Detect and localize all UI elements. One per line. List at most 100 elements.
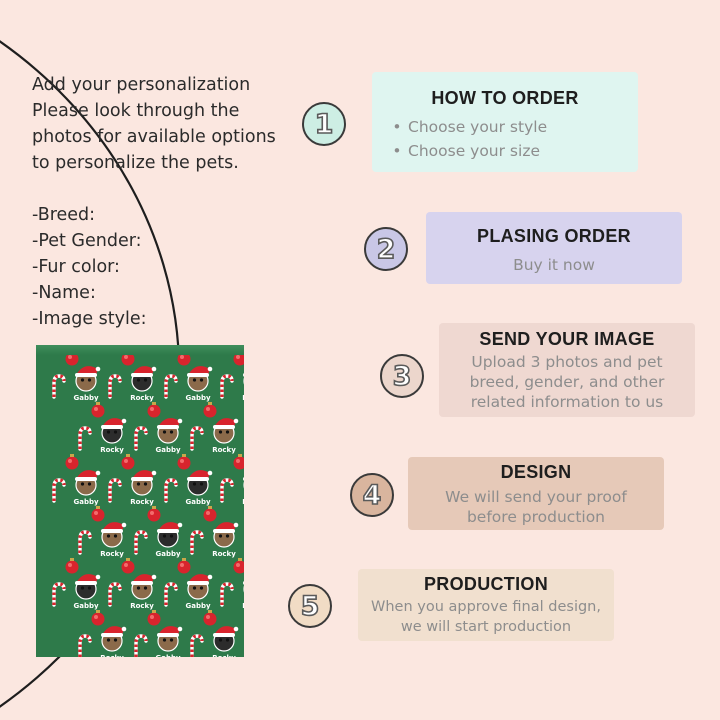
- ornament-icon: [65, 558, 79, 574]
- cat-face-icon: Rocky: [212, 418, 239, 454]
- step-5-line: When you approve final design,: [371, 599, 601, 615]
- pet-name-label: Gabby: [155, 446, 180, 454]
- dog-face-icon: Rocky: [100, 418, 127, 454]
- ornament-icon: [177, 558, 191, 574]
- cat-face-icon: Gabby: [155, 626, 183, 657]
- pet-name-label: Gabby: [155, 654, 180, 657]
- field-image-style: -Image style:: [32, 309, 147, 329]
- ornament-icon: [233, 454, 244, 470]
- candy-cane-icon: [108, 374, 122, 399]
- cat-face-icon: Rocky: [130, 574, 157, 610]
- step-2-description: Buy it now: [513, 256, 595, 274]
- cat-face-icon: Rocky: [212, 522, 239, 558]
- step-5-badge: 5: [288, 584, 332, 628]
- field-breed: -Breed:: [32, 205, 96, 225]
- candy-cane-icon: [190, 426, 204, 451]
- step-3-line: Upload 3 photos and pet: [471, 353, 663, 371]
- ornament-icon: [65, 454, 79, 470]
- dog-face-icon: Gabby: [185, 470, 213, 506]
- pet-name-label: Rocky: [100, 550, 124, 558]
- intro-line: photos for available options: [32, 127, 276, 147]
- step-3-number: 3: [392, 360, 412, 393]
- cat-face-icon: Gabby: [185, 574, 213, 610]
- pet-name-label: Rocky: [242, 602, 244, 610]
- ornament-icon: [91, 610, 105, 626]
- candy-cane-icon: [52, 582, 66, 607]
- candy-cane-icon: [52, 374, 66, 399]
- blanket-product-image: GabbyRockyGabbyRockyRockyGabbyRockyGabby…: [36, 345, 244, 657]
- pet-name-label: Rocky: [100, 654, 124, 657]
- pet-name-label: Rocky: [130, 602, 154, 610]
- step-5-card: PRODUCTION When you approve final design…: [358, 569, 614, 641]
- pet-name-label: Rocky: [130, 394, 154, 402]
- candy-cane-icon: [220, 478, 234, 503]
- candy-cane-icon: [134, 530, 148, 555]
- ornament-icon: [233, 350, 244, 366]
- step-2-badge: 2: [364, 227, 408, 271]
- pet-name-label: Gabby: [185, 498, 210, 506]
- field-pet-gender: -Pet Gender:: [32, 231, 142, 251]
- ornament-icon: [121, 350, 135, 366]
- candy-cane-icon: [190, 634, 204, 657]
- step-1-bullet: Choose your style: [386, 115, 638, 139]
- ornament-icon: [65, 350, 79, 366]
- step-4-line: We will send your proof: [445, 488, 627, 506]
- cat-face-icon: Gabby: [73, 366, 101, 402]
- step-4-badge: 4: [350, 473, 394, 517]
- step-4-description: We will send your proof before productio…: [408, 487, 664, 527]
- ornament-icon: [233, 558, 244, 574]
- step-1-card: HOW TO ORDER Choose your style Choose yo…: [372, 72, 638, 172]
- ornament-icon: [203, 506, 217, 522]
- step-1-number: 1: [314, 108, 334, 141]
- christmas-pattern: GabbyRockyGabbyRockyRockyGabbyRockyGabby…: [52, 350, 244, 657]
- field-fur-color: -Fur color:: [32, 257, 120, 277]
- ornament-icon: [147, 402, 161, 418]
- candy-cane-icon: [164, 478, 178, 503]
- candy-cane-icon: [78, 530, 92, 555]
- pet-name-label: Rocky: [100, 446, 124, 454]
- step-3-badge: 3: [380, 354, 424, 398]
- ornament-icon: [203, 402, 217, 418]
- candy-cane-icon: [108, 478, 122, 503]
- step-4-title: DESIGN: [500, 462, 572, 482]
- step-4-line: before production: [466, 508, 606, 526]
- ornament-icon: [121, 558, 135, 574]
- step-3-description: Upload 3 photos and pet breed, gender, a…: [439, 352, 695, 412]
- cat-face-icon: Gabby: [73, 470, 101, 506]
- candy-cane-icon: [78, 426, 92, 451]
- dog-face-icon: Rocky: [130, 366, 157, 402]
- pet-name-label: Gabby: [185, 602, 210, 610]
- step-3-title: SEND YOUR IMAGE: [479, 329, 655, 349]
- step-1-bullet: Choose your size: [386, 139, 638, 163]
- candy-cane-icon: [190, 530, 204, 555]
- candy-cane-icon: [134, 426, 148, 451]
- ornament-icon: [91, 506, 105, 522]
- step-5-number: 5: [300, 590, 320, 623]
- pet-name-label: Rocky: [212, 550, 236, 558]
- step-1-list: Choose your style Choose your size: [386, 115, 638, 163]
- pet-name-label: Gabby: [185, 394, 210, 402]
- cat-face-icon: Rocky: [242, 477, 244, 506]
- pet-name-label: Rocky: [212, 654, 236, 657]
- cat-face-icon: Rocky: [242, 373, 244, 402]
- cat-face-icon: Rocky: [130, 470, 157, 506]
- pet-name-label: Rocky: [130, 498, 154, 506]
- intro-line: Please look through the: [32, 101, 240, 121]
- step-3-line: related information to us: [470, 393, 664, 411]
- ornament-icon: [177, 454, 191, 470]
- candy-cane-icon: [164, 582, 178, 607]
- candy-cane-icon: [220, 582, 234, 607]
- pet-name-label: Rocky: [212, 446, 236, 454]
- pet-name-label: Gabby: [73, 394, 98, 402]
- dog-face-icon: Gabby: [73, 574, 101, 610]
- cat-face-icon: Gabby: [185, 366, 213, 402]
- candy-cane-icon: [164, 374, 178, 399]
- candy-cane-icon: [134, 634, 148, 657]
- dog-face-icon: Rocky: [242, 581, 244, 610]
- pet-name-label: Gabby: [73, 498, 98, 506]
- cat-face-icon: Rocky: [100, 522, 127, 558]
- field-name: -Name:: [32, 283, 96, 303]
- ornament-icon: [91, 402, 105, 418]
- step-2-card: PLASING ORDER Buy it now: [426, 212, 682, 284]
- pet-name-label: Rocky: [242, 394, 244, 402]
